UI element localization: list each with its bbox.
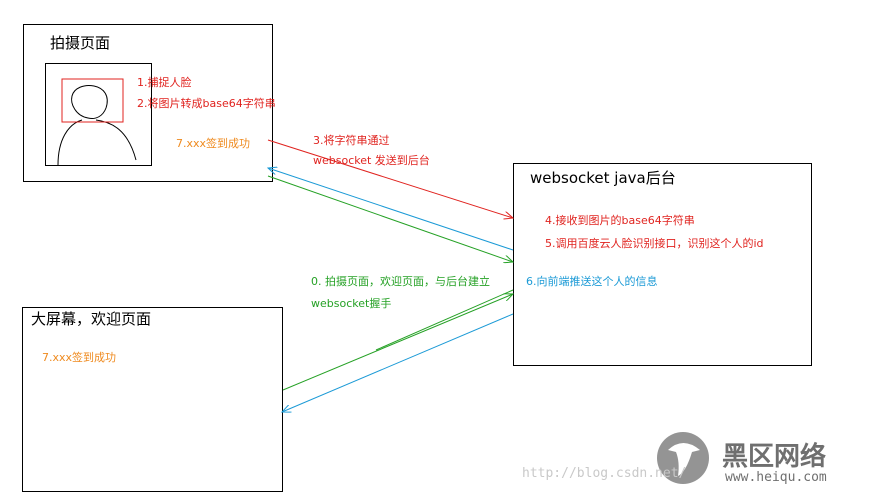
person-icon (57, 85, 137, 166)
big-screen-box (22, 307, 283, 492)
backend-box (513, 163, 812, 366)
step2-label: 2.将图片转成base64字符串 (137, 97, 276, 110)
camera-frame (45, 63, 152, 166)
watermark-site-cn: 黑区网络 (722, 442, 827, 472)
step6-label: 6.向前端推送这个人的信息 (526, 275, 658, 288)
step5-label: 5.调用百度云人脸识别接口，识别这个人的id (545, 237, 764, 250)
capture-page-title: 拍摄页面 (50, 34, 111, 52)
step1-label: 1.捕捉人脸 (137, 76, 192, 89)
face-detection-box (61, 78, 124, 123)
step3-label-line1: 3.将字符串通过 (313, 134, 390, 147)
step4-label: 4.接收到图片的base64字符串 (545, 214, 695, 227)
step3-label-line2: websocket 发送到后台 (313, 154, 430, 167)
big-screen-title: 大屏幕，欢迎页面 (31, 310, 152, 328)
watermark-url: http://blog.csdn.net/ (522, 466, 687, 481)
watermark-site-en: www.heiqu.com (725, 470, 827, 485)
arrow-handshake-capture (267, 175, 513, 262)
arrow-send-to-backend (267, 139, 513, 218)
capture-success-label: 7.xxx签到成功 (176, 137, 251, 150)
step0-label-line2: websocket握手 (311, 297, 392, 310)
arrow-handshake-screen-2 (375, 289, 514, 351)
arrow-handshake-screen (282, 294, 513, 391)
screen-success-label: 7.xxx签到成功 (42, 351, 117, 364)
watermark-logo-icon (657, 432, 709, 484)
arrow-push-to-capture (268, 168, 514, 251)
step0-label-line1: 0. 拍摄页面，欢迎页面，与后台建立 (311, 275, 490, 288)
arrow-push-to-screen (282, 313, 514, 412)
backend-title: websocket java后台 (530, 169, 676, 187)
